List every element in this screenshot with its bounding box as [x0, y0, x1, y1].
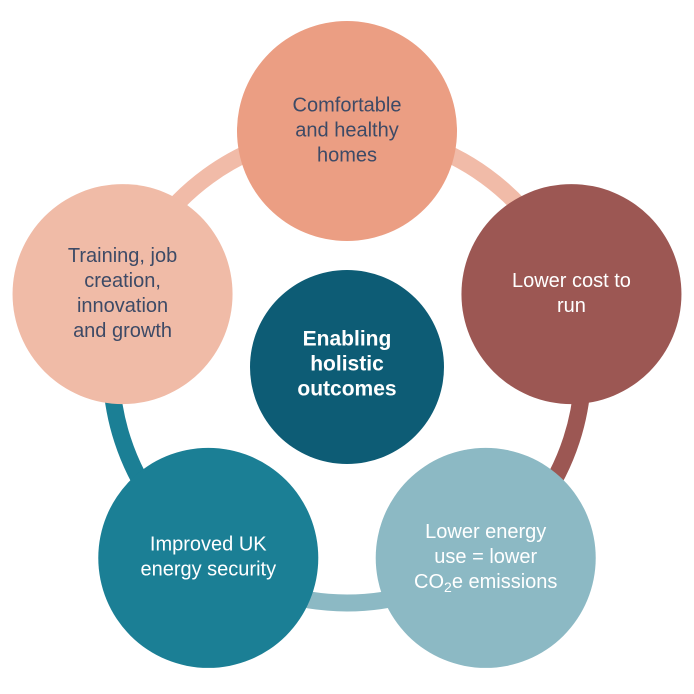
node-lower-cost-to-run-label-line-2: run	[557, 295, 586, 317]
node-training-job-creation-label-line-1: Training, job	[68, 245, 177, 267]
node-lower-energy-use-label-line-3: CO2e emissions	[414, 571, 557, 594]
node-comfortable-healthy-homes-label-line-3: homes	[317, 144, 377, 166]
node-training-job-creation-circle	[12, 184, 233, 405]
center-label-line-3: outcomes	[297, 378, 396, 401]
center-label-line-2: holistic	[310, 353, 384, 376]
center-circle	[250, 270, 444, 464]
node-energy-security: Improved UK energy security	[98, 447, 319, 668]
node-training-job-creation: Training, job creation, innovation and grow…	[12, 184, 233, 405]
node-energy-security-label-line-1: Improved UK	[150, 534, 267, 556]
node-training-job-creation-label-line-3: innovation	[77, 295, 168, 317]
node-training-job-creation-label-line-4: and growth	[73, 320, 172, 342]
center-label-line-1: Enabling	[303, 328, 392, 351]
node-comfortable-healthy-homes-label-line-1: Comfortable	[293, 94, 402, 116]
node-lower-energy-use-label-line-1: Lower energy	[425, 521, 546, 543]
node-energy-security-label-line-2: energy security	[140, 559, 276, 581]
node-lower-cost-to-run-circle	[461, 184, 682, 405]
node-energy-security-circle	[98, 447, 319, 668]
node-lower-energy-use-circle	[375, 447, 596, 668]
node-training-job-creation-label-line-2: creation,	[84, 270, 161, 292]
node-comfortable-healthy-homes-label-line-2: and healthy	[295, 119, 398, 141]
node-lower-cost-to-run-label-line-1: Lower cost to	[512, 270, 631, 292]
node-lower-energy-use-label-line-2: use = lower	[434, 546, 537, 568]
node-comfortable-healthy-homes: Comfortable and healthy homes	[237, 21, 457, 241]
node-lower-cost-to-run: Lower cost to run	[461, 184, 682, 405]
node-comfortable-healthy-homes-circle	[237, 21, 457, 241]
